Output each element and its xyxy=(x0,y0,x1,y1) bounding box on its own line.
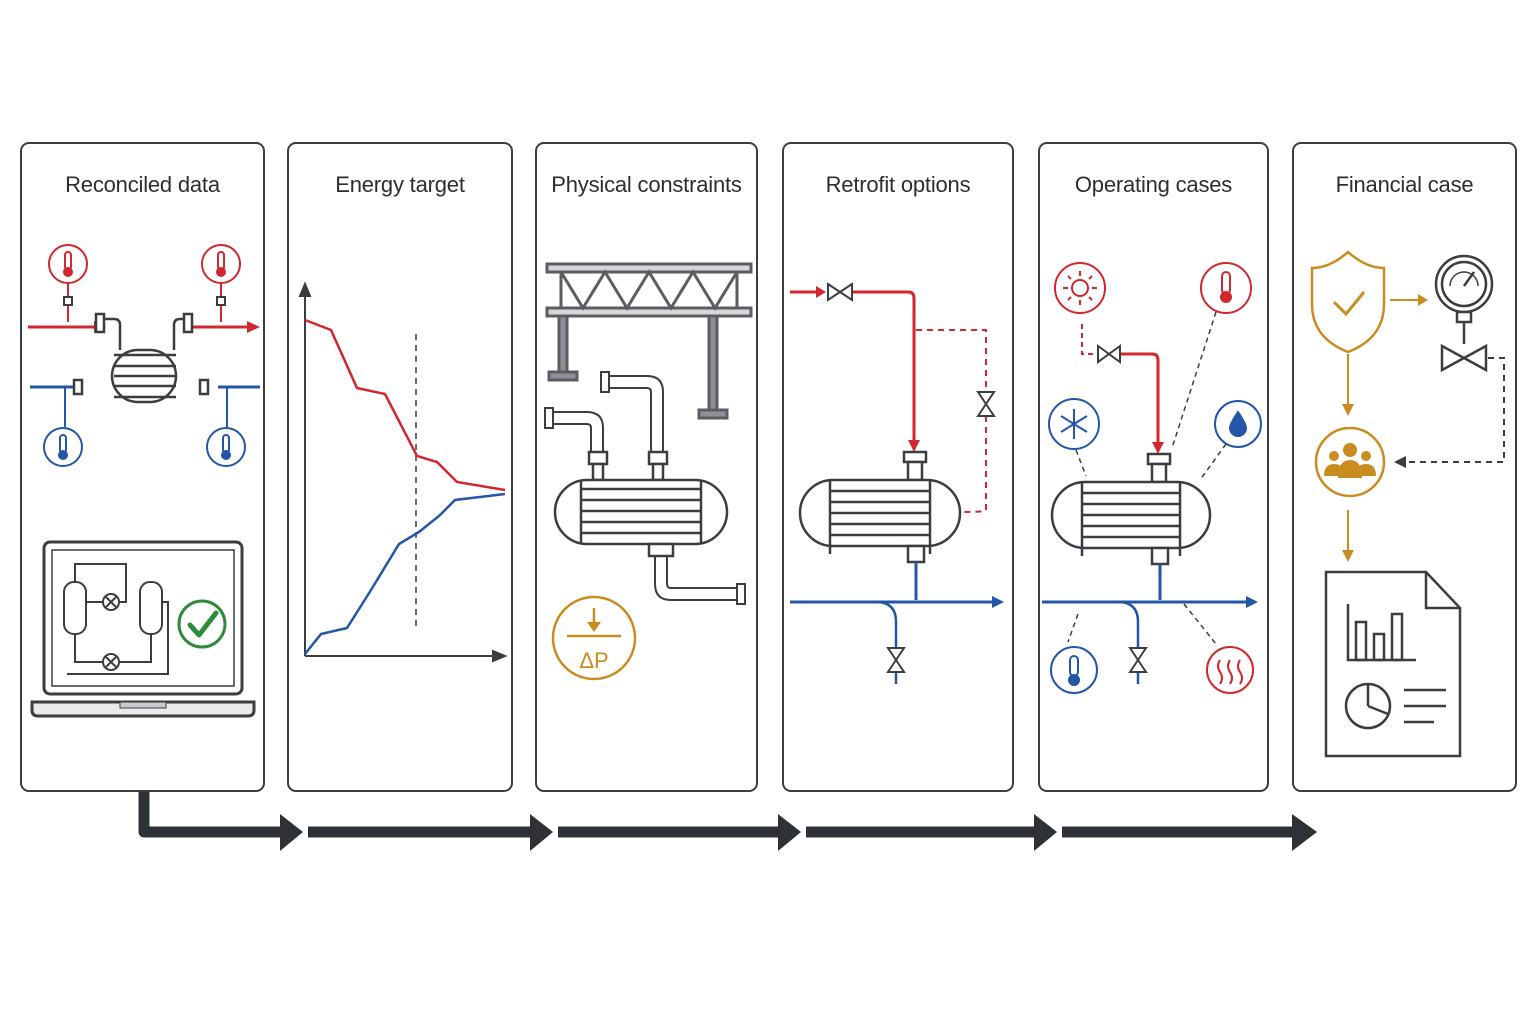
physical-constraints-illustration: ΔP xyxy=(544,262,753,681)
pipe-rack-icon xyxy=(545,262,753,420)
temperature-sensor-icon xyxy=(201,244,241,322)
step-physical-constraints: Physical constraints xyxy=(535,142,758,792)
heat-exchanger-icon xyxy=(798,450,962,564)
step-title: Reconciled data xyxy=(65,172,220,197)
step-reconciled-data: Reconciled data xyxy=(20,142,265,792)
water-drop-icon xyxy=(1214,400,1262,448)
pressure-gauge-icon xyxy=(1434,254,1494,373)
flow-connector xyxy=(1342,294,1428,562)
hot-stream xyxy=(1081,324,1164,454)
temperature-sensor-icon xyxy=(48,244,88,322)
temperature-sensor-icon xyxy=(206,427,246,467)
shield-check-icon xyxy=(1310,250,1386,354)
valve-icon xyxy=(827,282,853,302)
report-document-icon xyxy=(1324,570,1462,758)
checkmark-icon xyxy=(177,599,227,649)
heat-exchanger-icon xyxy=(553,450,729,558)
pressure-drop-label: ΔP xyxy=(579,648,608,673)
step-title: Operating cases xyxy=(1074,172,1233,197)
cold-stream xyxy=(1042,564,1258,684)
cold-stream xyxy=(30,385,260,427)
feedback-link xyxy=(1404,357,1505,463)
composite-curves-plot xyxy=(298,281,508,663)
cold-composite-curve xyxy=(304,492,506,655)
process-diagram-icon xyxy=(63,563,169,675)
temperature-sensor-icon xyxy=(1050,646,1098,694)
step-title: Energy target xyxy=(335,172,465,197)
valve-icon xyxy=(886,647,906,673)
step-energy-target: Energy target xyxy=(287,142,513,792)
heat-exchanger-icon xyxy=(1050,452,1212,566)
step-retrofit-options: Retrofit options xyxy=(782,142,1014,792)
sun-icon xyxy=(1054,262,1106,314)
valve-icon xyxy=(976,391,996,417)
step-title: Retrofit options xyxy=(825,172,971,197)
stakeholders-icon xyxy=(1314,426,1386,498)
sensor-links xyxy=(1067,311,1227,645)
reconciled-data-illustration xyxy=(28,244,260,718)
pressure-drop-icon xyxy=(551,595,637,681)
step-title: Physical constraints xyxy=(551,172,742,197)
valve-icon xyxy=(1097,344,1121,364)
cold-stream xyxy=(790,562,1004,684)
step-title: Financial case xyxy=(1335,172,1474,197)
heat-wave-icon xyxy=(1206,646,1254,694)
temperature-sensor-icon xyxy=(1200,262,1252,314)
hot-stream xyxy=(790,286,920,452)
pipe-routing xyxy=(544,371,746,605)
bypass-line xyxy=(916,329,987,513)
temperature-sensor-icon xyxy=(43,427,83,467)
operating-cases-illustration xyxy=(1042,262,1262,694)
hot-composite-curve xyxy=(304,318,506,492)
valve-icon xyxy=(1128,647,1148,673)
hot-stream xyxy=(28,321,260,333)
snowflake-icon xyxy=(1048,398,1100,450)
step-operating-cases: Operating cases xyxy=(1038,142,1269,792)
laptop-icon xyxy=(30,540,256,718)
financial-case-illustration xyxy=(1310,250,1505,758)
step-financial-case: Financial case xyxy=(1292,142,1517,792)
heat-exchanger-icon xyxy=(72,312,210,404)
retrofit-options-illustration xyxy=(790,282,1004,684)
